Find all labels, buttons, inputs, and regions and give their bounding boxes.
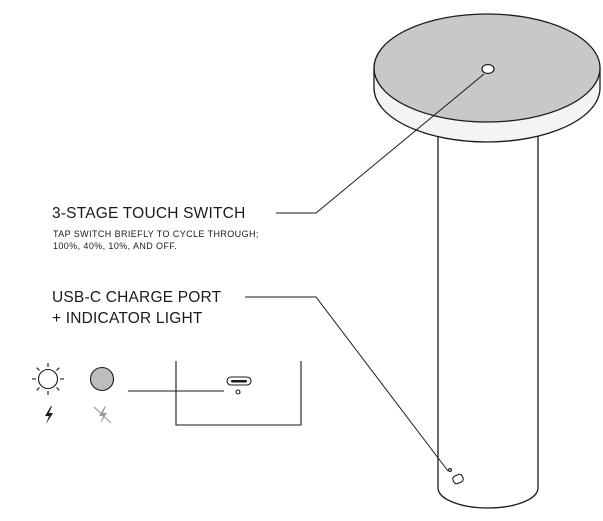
lamp-stem bbox=[437, 135, 539, 509]
touch-switch-description-line1: TAP SWITCH BRIEFLY TO CYCLE THROUGH; bbox=[53, 229, 259, 239]
sun-icon bbox=[32, 363, 64, 395]
crossed-bolt-icon bbox=[93, 406, 112, 424]
touch-switch-description-line2: 100%, 40%, 10%, AND OFF. bbox=[53, 241, 178, 251]
charge-port-leader bbox=[245, 296, 449, 472]
charge-port-title-line2: + INDICATOR LIGHT bbox=[52, 310, 203, 327]
touch-switch-leader bbox=[276, 73, 485, 214]
touch-switch bbox=[481, 63, 495, 75]
port-inset bbox=[175, 361, 302, 426]
lamp-head bbox=[373, 13, 601, 143]
stem-usb-port bbox=[448, 468, 464, 485]
charging-bolt-icon bbox=[45, 406, 53, 424]
gray-circle-icon bbox=[89, 366, 115, 392]
charge-port-title-line1: USB-C CHARGE PORT bbox=[52, 289, 222, 306]
indicator-light-icon bbox=[235, 389, 241, 395]
touch-switch-title: 3-STAGE TOUCH SWITCH bbox=[52, 205, 246, 222]
usb-c-port-icon bbox=[226, 376, 252, 386]
